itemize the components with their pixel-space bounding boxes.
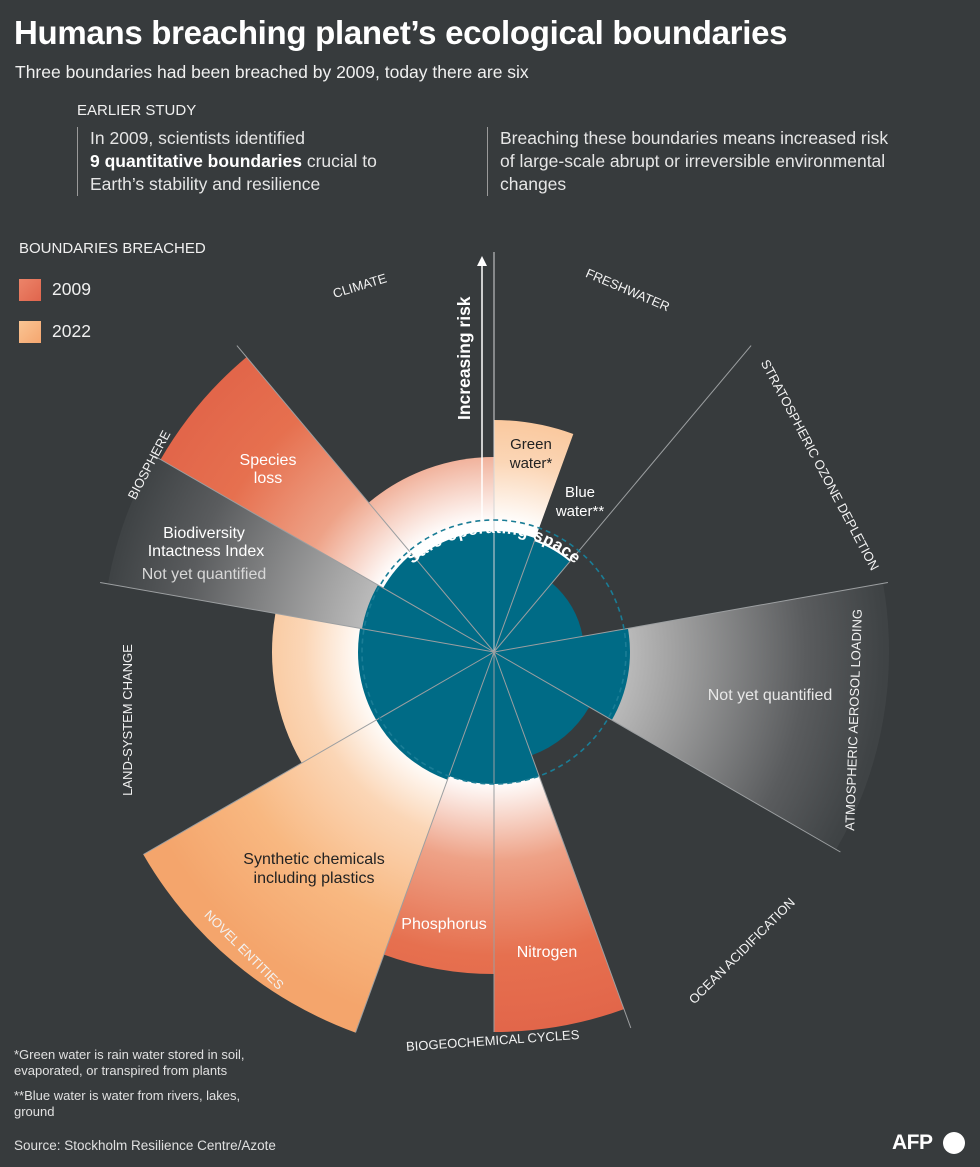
safe-phosphorus-sector bbox=[448, 652, 494, 784]
sector-divider-line bbox=[355, 651, 495, 1033]
category-biogeochemical-cycles: BIOGEOCHEMICAL CYCLES bbox=[406, 1027, 581, 1054]
blue-water-label-line1: Blue bbox=[565, 484, 595, 501]
species-loss-label-line2: loss bbox=[254, 470, 282, 487]
legend-label-2022: 2022 bbox=[52, 321, 91, 341]
species-loss-label-line1: Species bbox=[240, 452, 297, 469]
safe-ocean-sector bbox=[494, 652, 590, 756]
bii-label-line2: Intactness Index bbox=[148, 543, 265, 560]
sector-divider-line bbox=[493, 345, 752, 653]
sector-divider-line bbox=[236, 345, 495, 653]
legend-title: BOUNDARIES BREACHED bbox=[19, 240, 206, 257]
afp-logo-icon bbox=[943, 1132, 965, 1154]
green-water-label-line1: Green bbox=[510, 436, 552, 453]
safe-species-sector bbox=[383, 553, 494, 652]
category-freshwater: FRESHWATER bbox=[584, 265, 672, 314]
intro-text-after: crucial to Earth’s stability and resilie… bbox=[90, 151, 377, 194]
legend-label-2009: 2009 bbox=[52, 279, 91, 299]
safe-aerosol-sector bbox=[494, 628, 630, 720]
legend-swatch-2022 bbox=[19, 321, 41, 343]
synthetic-chemicals-label-line2: including plastics bbox=[254, 870, 375, 887]
safe-ozone-sector bbox=[494, 583, 583, 652]
footnote-green-water: *Green water is rain water stored in soi… bbox=[14, 1047, 245, 1078]
category-climate: CLIMATE bbox=[331, 270, 389, 301]
category-land-system-change: LAND-SYSTEM CHANGE bbox=[120, 644, 135, 796]
legend-swatch-2009 bbox=[19, 279, 41, 301]
source-credit: Source: Stockholm Resilience Centre/Azot… bbox=[14, 1138, 276, 1153]
safe-land-sector bbox=[358, 628, 494, 720]
safe-nitrogen-sector bbox=[494, 652, 540, 784]
biosphere-not-quantified-label: Not yet quantified bbox=[142, 566, 267, 583]
sector-divider-line bbox=[493, 651, 632, 1029]
category-stratospheric-ozone: STRATOSPHERIC OZONE DEPLETION bbox=[758, 357, 882, 573]
footnote-blue-water: **Blue water is water from rivers, lakes… bbox=[14, 1088, 241, 1119]
sector-divider-line bbox=[493, 582, 888, 653]
safe-bii-sector bbox=[362, 585, 494, 652]
sector-divider-line bbox=[493, 651, 841, 853]
sector-divider-line bbox=[154, 455, 495, 653]
synthetic-chemicals-label-line1: Synthetic chemicals bbox=[243, 851, 384, 868]
risk-axis-arrow-icon bbox=[477, 256, 487, 266]
risk-axis-label: Increasing risk bbox=[454, 296, 474, 420]
safe-freshwater-blue-sector bbox=[494, 541, 570, 652]
sector-divider-line bbox=[143, 651, 495, 855]
safe-novel-sector bbox=[376, 652, 494, 780]
phosphorus-label: Phosphorus bbox=[401, 916, 486, 933]
safe-climate-sector bbox=[416, 530, 494, 652]
nitrogen-label: Nitrogen bbox=[517, 944, 577, 961]
safe-boundary-ring bbox=[361, 519, 627, 785]
earlier-study-heading: EARLIER STUDY bbox=[77, 102, 197, 119]
bii-label-line1: Biodiversity bbox=[163, 525, 245, 542]
green-water-label-line2: water* bbox=[509, 455, 553, 472]
earlier-study-text: In 2009, scientists identified 9 quantit… bbox=[77, 127, 410, 196]
page-subtitle: Three boundaries had been breached by 20… bbox=[15, 62, 529, 82]
category-ocean-acidification: OCEAN ACIDIFICATION bbox=[686, 895, 798, 1007]
aerosol-not-quantified-label: Not yet quantified bbox=[708, 687, 833, 704]
afp-logo-text: AFP bbox=[892, 1131, 933, 1154]
breach-explanation-text: Breaching these boundaries means increas… bbox=[487, 127, 900, 196]
page-title: Humans breaching planet’s ecological bou… bbox=[14, 14, 788, 51]
intro-text-bold: 9 quantitative boundaries bbox=[90, 151, 302, 171]
blue-water-label-line2: water** bbox=[555, 503, 605, 520]
sector-divider-line bbox=[100, 582, 495, 653]
intro-text-before: In 2009, scientists identified bbox=[90, 128, 305, 148]
freshwater-divider-line bbox=[493, 538, 536, 653]
safe-freshwater-green-sector bbox=[494, 531, 536, 652]
